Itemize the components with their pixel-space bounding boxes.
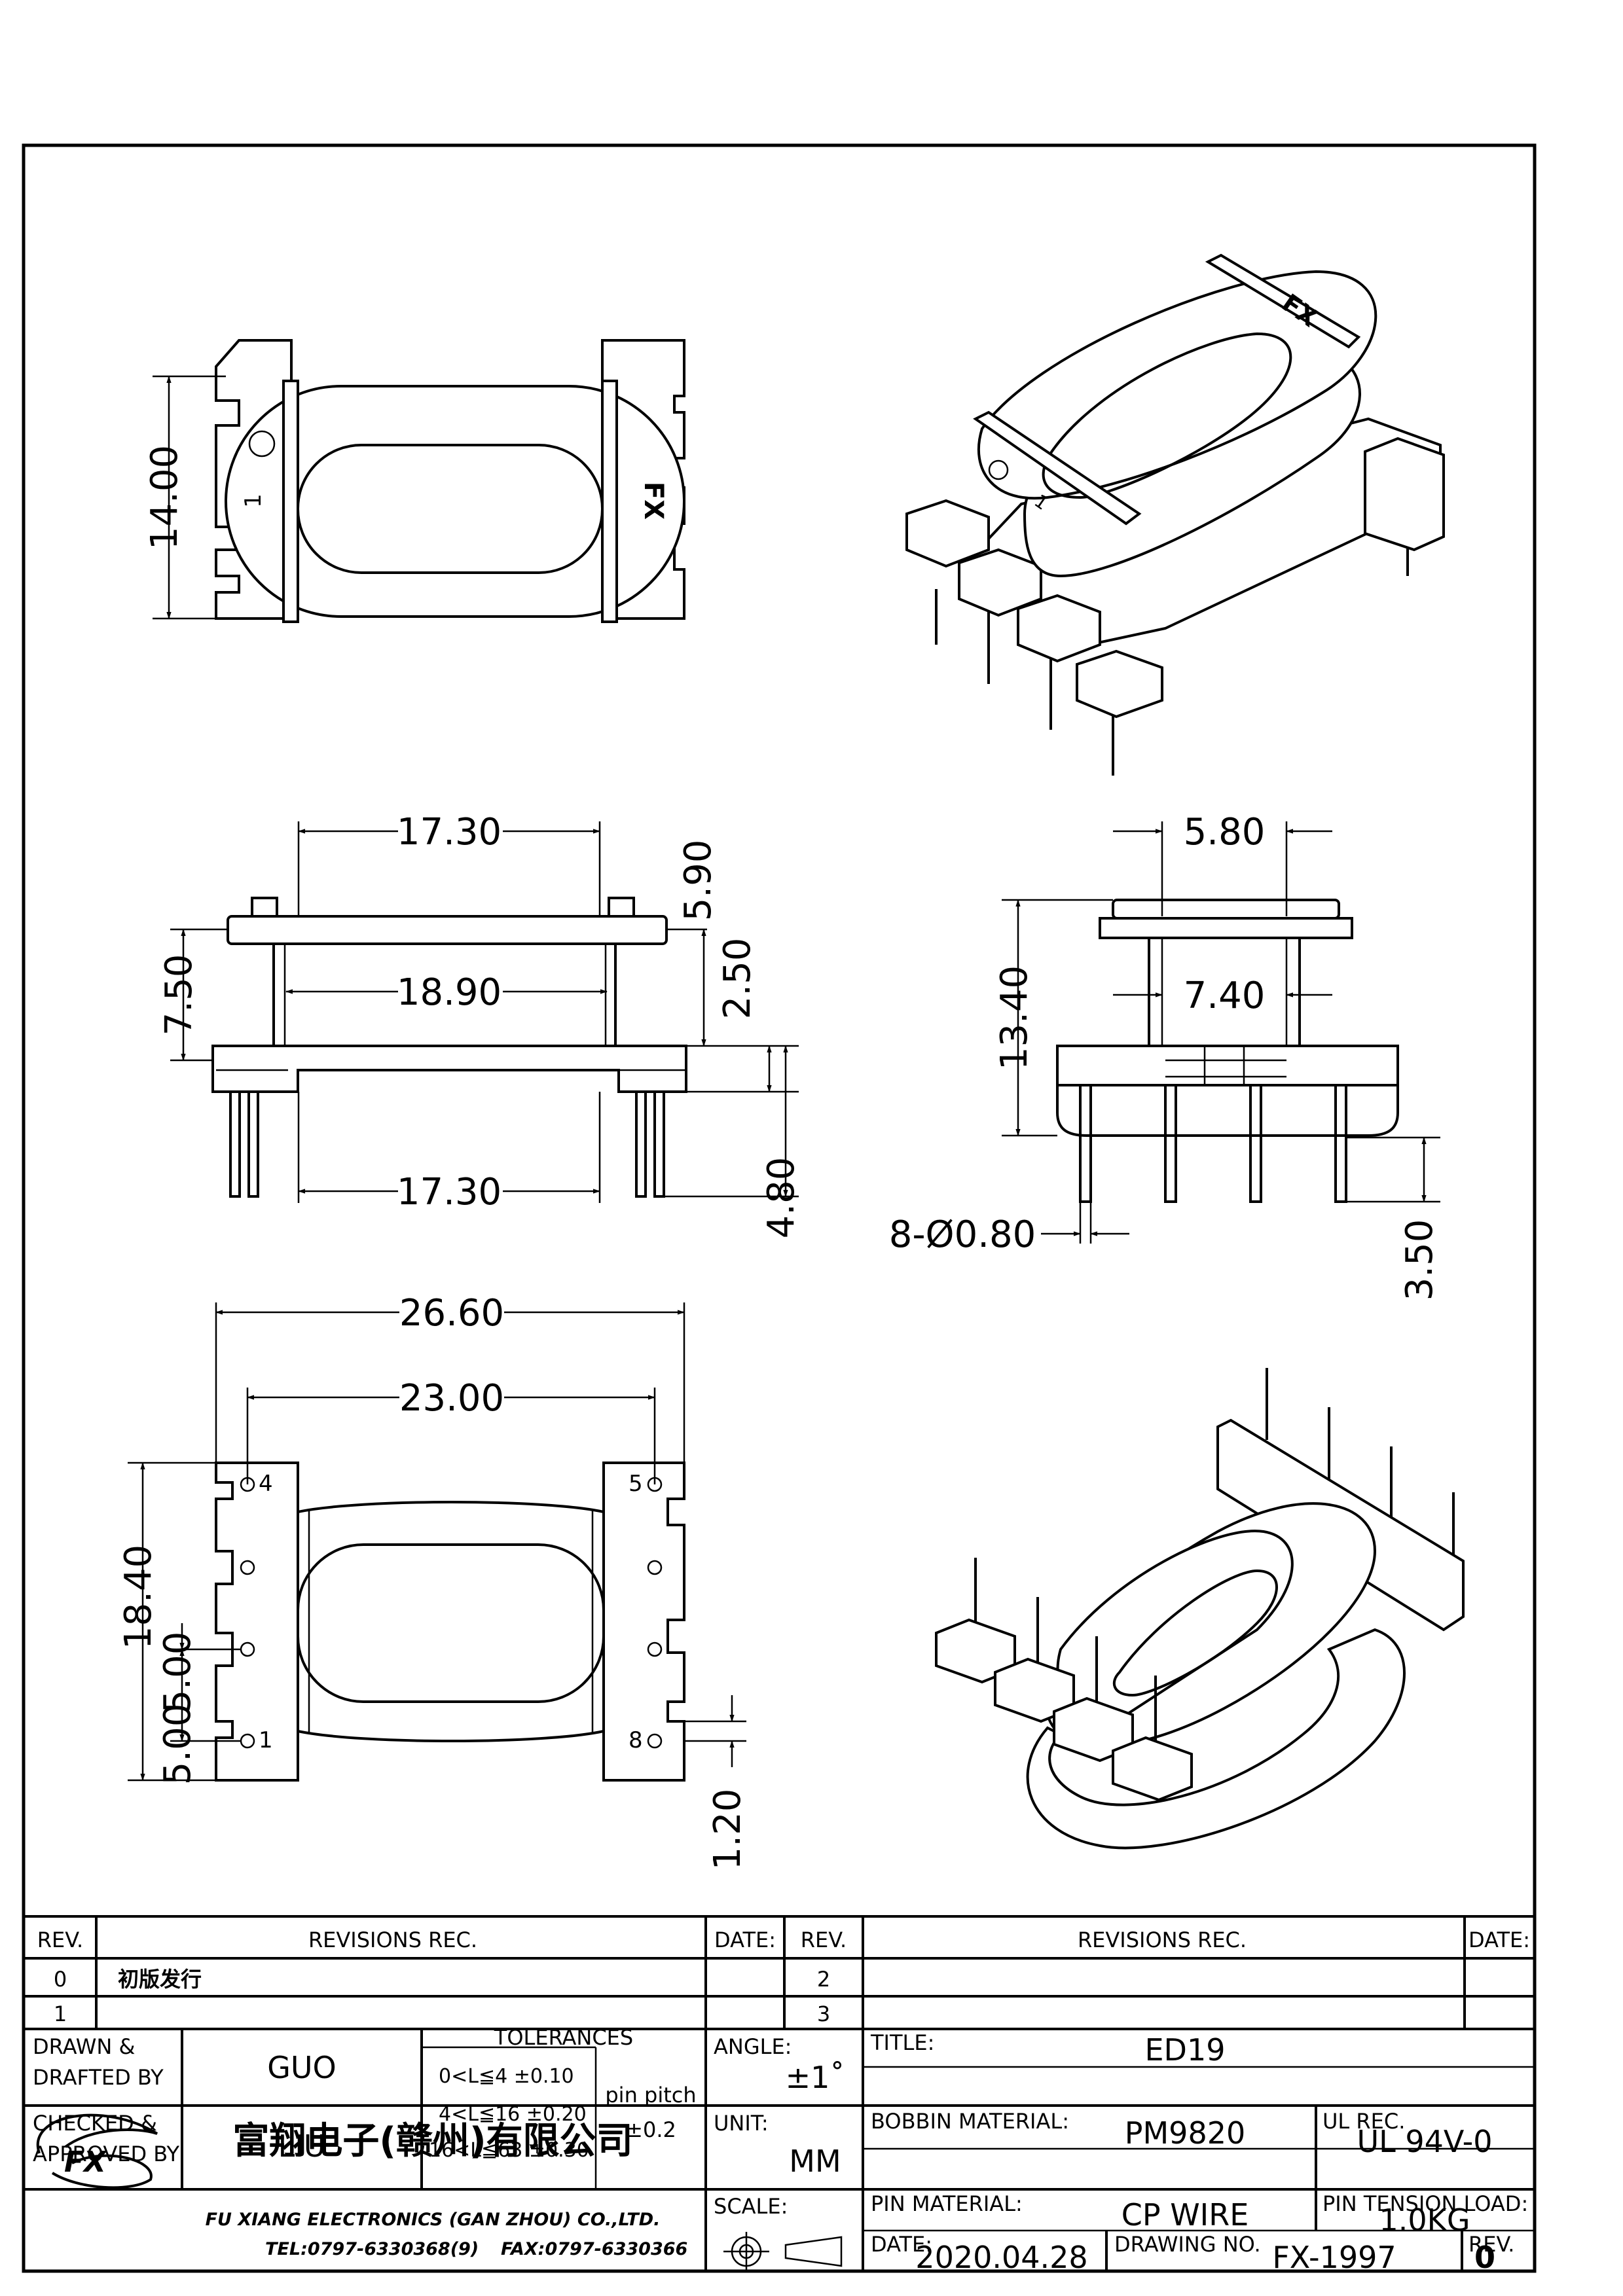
dim-side-flange-height: 5.90 — [677, 840, 720, 922]
bobbin-material-label: BOBBIN MATERIAL: — [871, 2109, 1069, 2134]
dim-front-pin-dia: 8-Ø0.80 — [889, 1213, 1036, 1256]
drawing-no-label: DRAWING NO. — [1114, 2232, 1261, 2257]
unit-value: MM — [789, 2144, 841, 2179]
date-header-right: DATE: — [1468, 1928, 1530, 1952]
pin-label-8: 8 — [629, 1727, 643, 1753]
rev-label: REV. — [1468, 2232, 1514, 2257]
dim-bottom-offset: 1.20 — [706, 1789, 749, 1871]
dim-side-total-height: 7.50 — [158, 954, 200, 1036]
front-view: 5.80 7.40 13.40 8-Ø0.80 3.50 — [889, 811, 1441, 1300]
fx-logo-mark: FX — [638, 482, 668, 520]
checked-label-2: APPROVED BY — [33, 2142, 179, 2166]
dim-bottom-pitch-1: 5.00 — [156, 1632, 199, 1713]
pin-material-value: CP WIRE — [1122, 2197, 1249, 2233]
rev-row-2-number: 2 — [817, 1967, 830, 1992]
pin-pitch-label: pin pitch — [605, 2083, 696, 2108]
company-logo-text: FX — [64, 2145, 107, 2179]
dim-front-core-width: 7.40 — [1184, 975, 1266, 1017]
tolerance-row-2: 4<L≦16 ±0.20 — [439, 2103, 587, 2126]
title-value: ED19 — [1144, 2032, 1225, 2068]
date-header-left: DATE: — [714, 1928, 776, 1952]
dim-side-bottom-width: 17.30 — [397, 1171, 501, 1213]
company-fax: FAX:0797-6330366 — [501, 2239, 687, 2259]
bobbin-material-value: PM9820 — [1125, 2115, 1246, 2151]
pin1-mark: 1 — [240, 493, 266, 508]
dim-side-core-width: 18.90 — [397, 971, 501, 1014]
projection-symbol — [723, 2232, 843, 2271]
dim-top-height: 14.00 — [143, 445, 186, 550]
dim-front-pin-length: 3.50 — [1398, 1219, 1441, 1301]
dim-bottom-pitch-2: 5.00 — [156, 1704, 199, 1785]
rev-row-0-desc: 初版发行 — [118, 1967, 202, 1992]
checked-by-value: LIU — [278, 2128, 326, 2164]
drawn-label-2: DRAFTED BY — [33, 2065, 164, 2090]
tolerance-row-3: 16<L≦63 ±0.30 — [429, 2139, 589, 2162]
ul-rec-label: UL REC. — [1322, 2109, 1405, 2134]
dim-side-pin-length: 4.80 — [760, 1157, 803, 1239]
date-value: 2020.04.28 — [915, 2240, 1087, 2275]
rev-header-right: REV. — [801, 1928, 847, 1952]
rev-header-left: REV. — [37, 1928, 83, 1952]
rev-row-3-number: 3 — [817, 2001, 830, 2026]
dim-front-height: 13.40 — [993, 965, 1036, 1070]
rev-row-0-number: 0 — [54, 1967, 67, 1992]
tolerances-title: TOLERANCES — [494, 2025, 633, 2050]
pin-material-label: PIN MATERIAL: — [871, 2191, 1023, 2216]
unit-label: UNIT: — [714, 2111, 769, 2136]
drawn-label-1: DRAWN & — [33, 2034, 135, 2059]
iso-view-bottom — [935, 1368, 1465, 1850]
drawn-by-value: GUO — [267, 2050, 337, 2085]
pin-tension-label: PIN TENSION LOAD: — [1322, 2191, 1528, 2216]
company-name-cn: 富翔电子(赣州)有限公司 — [232, 2120, 632, 2162]
angle-value: ±1˚ — [786, 2060, 845, 2095]
drawing-border — [22, 143, 1537, 2273]
title-block: REV. REVISIONS REC. DATE: REV. REVISIONS… — [25, 1915, 1533, 2275]
dim-side-gap-height: 2.50 — [716, 938, 759, 1020]
tolerance-row-1: 0<L≦4 ±0.10 — [439, 2065, 574, 2088]
rev-row-1-number: 1 — [54, 2001, 67, 2026]
pin-label-1: 1 — [259, 1727, 273, 1753]
iso-view-top: FX 1 — [905, 253, 1445, 776]
pin-label-4: 4 — [259, 1471, 273, 1497]
dim-side-top-width: 17.30 — [397, 811, 501, 853]
revisions-header-left: REVISIONS REC. — [308, 1928, 477, 1952]
dim-bottom-width-pins: 23.00 — [399, 1377, 504, 1420]
angle-label: ANGLE: — [714, 2034, 792, 2059]
bottom-view: 4 5 1 8 26.60 23.00 18.40 5.00 5.00 1.20 — [117, 1292, 749, 1870]
date-label: DATE: — [871, 2232, 932, 2257]
dim-bottom-width-outer: 26.60 — [399, 1292, 504, 1335]
dim-bottom-height: 18.40 — [117, 1545, 160, 1649]
drawing-no-value: FX-1997 — [1272, 2240, 1396, 2275]
pin-pitch-tolerance: ±0.2 — [625, 2117, 676, 2142]
pin-label-5: 5 — [629, 1471, 643, 1497]
dim-front-flange-width: 5.80 — [1184, 811, 1266, 853]
revisions-header-right: REVISIONS REC. — [1078, 1928, 1247, 1952]
side-view: 17.30 18.90 17.30 7.50 5.90 2.50 4.80 — [158, 811, 803, 1238]
pin-tension-value: 1.0KG — [1379, 2202, 1470, 2238]
company-logo: FX — [36, 2113, 158, 2189]
scale-label: SCALE: — [714, 2194, 788, 2219]
ul-rec-value: UL 94V-0 — [1357, 2124, 1492, 2159]
company-tel: TEL:0797-6330368(9) — [265, 2239, 479, 2259]
company-name-en: FU XIANG ELECTRONICS (GAN ZHOU) CO.,LTD. — [206, 2210, 661, 2230]
top-view: 1 FX 14.00 — [143, 339, 685, 623]
rev-value: 0 — [1474, 2240, 1495, 2275]
title-label: TITLE: — [870, 2030, 934, 2055]
